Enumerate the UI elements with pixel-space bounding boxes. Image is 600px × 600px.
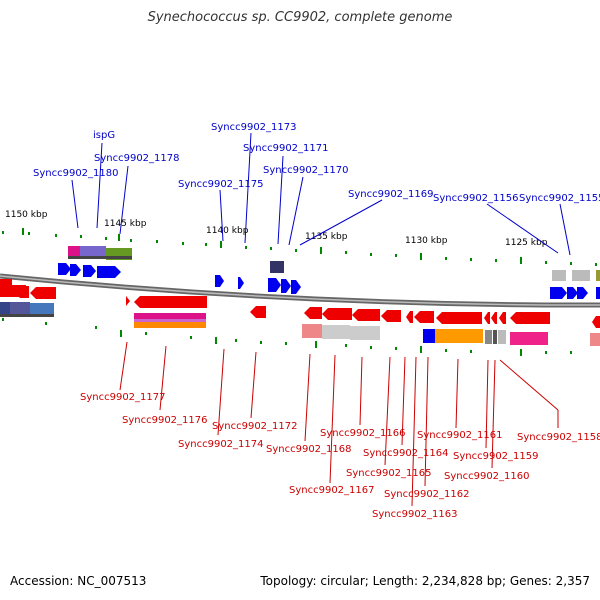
gene-label: Syncc9902_1159 xyxy=(453,451,539,462)
upper-tick-row xyxy=(2,228,597,266)
forward-label-lines xyxy=(71,132,571,256)
kbp-label: 1150 kbp xyxy=(5,210,48,220)
gene-label: Syncc9902_1168 xyxy=(266,444,352,455)
genome-backbone-highlight xyxy=(0,275,600,306)
reverse-cog-boxes xyxy=(0,302,600,346)
gene-label: Syncc9902_1170 xyxy=(263,165,349,176)
reverse-label-lines xyxy=(119,341,559,507)
gene-label: Syncc9902_1155 xyxy=(519,193,600,204)
gene-label: Syncc9902_1171 xyxy=(243,143,329,154)
gene-label: Syncc9902_1160 xyxy=(444,471,530,482)
gene-label: Syncc9902_1156 xyxy=(433,193,519,204)
gene-label: Syncc9902_1176 xyxy=(122,415,208,426)
gene-label: Syncc9902_1177 xyxy=(80,392,166,403)
gene-label: Syncc9902_1167 xyxy=(289,485,375,496)
gene-label: Syncc9902_1161 xyxy=(417,430,503,441)
gene-label: Syncc9902_1165 xyxy=(346,468,432,479)
forward-genes[interactable] xyxy=(58,263,600,299)
gene-label: Syncc9902_1169 xyxy=(348,189,434,200)
genome-backbone xyxy=(0,273,600,308)
forward-cog-boxes xyxy=(68,246,600,281)
accession-text: Accession: NC_007513 xyxy=(10,574,147,588)
gene-label: Syncc9902_1172 xyxy=(212,421,298,432)
gene-label: Syncc9902_1158 xyxy=(517,432,600,443)
genome-summary-text: Topology: circular; Length: 2,234,828 bp… xyxy=(260,574,590,588)
gene-label: Syncc9902_1174 xyxy=(178,439,264,450)
forward-labels: ispG Syncc9902_1178 Syncc9902_1180 Syncc… xyxy=(33,122,600,204)
kbp-label: 1125 kbp xyxy=(505,238,548,248)
kbp-label: 1140 kbp xyxy=(206,226,249,236)
gene-label: Syncc9902_1173 xyxy=(211,122,297,133)
genome-title: Synechococcus sp. CC9902, complete genom… xyxy=(147,10,453,25)
reverse-labels: Syncc9902_1177 Syncc9902_1176 Syncc9902_… xyxy=(80,392,600,520)
lower-tick-row xyxy=(2,318,572,356)
gene-label: Syncc9902_1180 xyxy=(33,168,119,179)
gene-label: Syncc9902_1166 xyxy=(320,428,406,439)
kbp-label: 1145 kbp xyxy=(104,219,147,229)
gene-label: ispG xyxy=(93,130,115,141)
kbp-label: 1135 kbp xyxy=(305,232,348,242)
gene-label: Syncc9902_1178 xyxy=(94,153,180,164)
gene-label: Syncc9902_1164 xyxy=(363,448,449,459)
kbp-label: 1130 kbp xyxy=(405,236,448,246)
reverse-genes[interactable] xyxy=(0,277,600,328)
gene-label: Syncc9902_1163 xyxy=(372,509,458,520)
gene-label: Syncc9902_1162 xyxy=(384,489,470,500)
gene-label: Syncc9902_1175 xyxy=(178,179,264,190)
